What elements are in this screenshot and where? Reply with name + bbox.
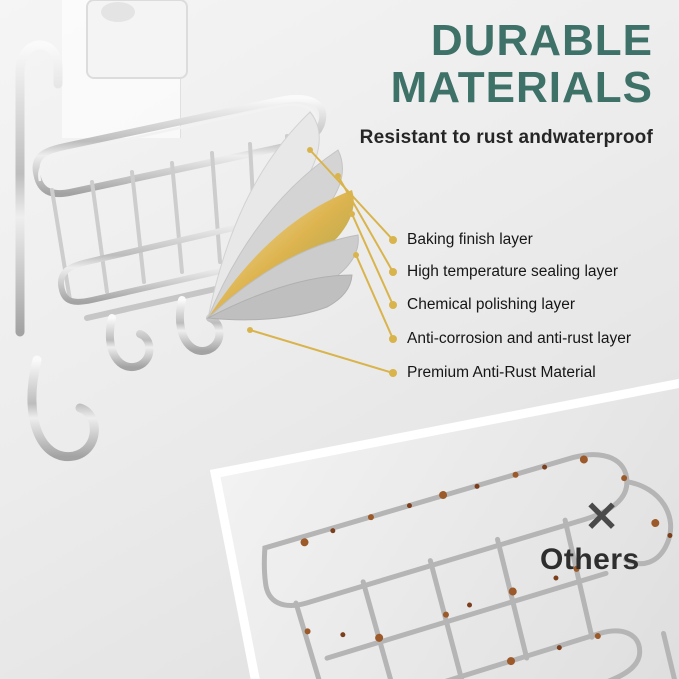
- layer-label: Chemical polishing layer: [407, 296, 575, 313]
- layer-label: Baking finish layer: [407, 231, 533, 248]
- bullet-dot-icon: [389, 369, 397, 377]
- layer-label: Anti-corrosion and anti-rust layer: [407, 330, 631, 347]
- x-icon: ✕: [584, 493, 620, 540]
- layer-callout: High temperature sealing layer: [389, 262, 618, 282]
- layer-callout: Baking finish layer: [389, 230, 533, 250]
- others-comparison-inset: [210, 349, 679, 679]
- bullet-dot-icon: [389, 335, 397, 343]
- layer-callout: Anti-corrosion and anti-rust layer: [389, 329, 631, 349]
- header: DURABLE MATERIALS Resistant to rust andw…: [359, 16, 653, 149]
- rusty-caddy-photo: [261, 452, 679, 679]
- bullet-dot-icon: [389, 268, 397, 276]
- title-line-2: MATERIALS: [390, 62, 653, 112]
- subtitle: Resistant to rust andwaterproof: [359, 127, 653, 149]
- shower-caddy-photo: [15, 0, 327, 462]
- layer-callout: Chemical polishing layer: [389, 295, 575, 315]
- title-line-1: DURABLE: [430, 16, 653, 65]
- layer-label: Premium Anti-Rust Material: [407, 364, 596, 381]
- bullet-dot-icon: [389, 301, 397, 309]
- layer-label: High temperature sealing layer: [407, 263, 619, 280]
- others-label: Others: [540, 543, 640, 576]
- layer-callout: Premium Anti-Rust Material: [389, 363, 596, 383]
- bullet-dot-icon: [389, 236, 397, 244]
